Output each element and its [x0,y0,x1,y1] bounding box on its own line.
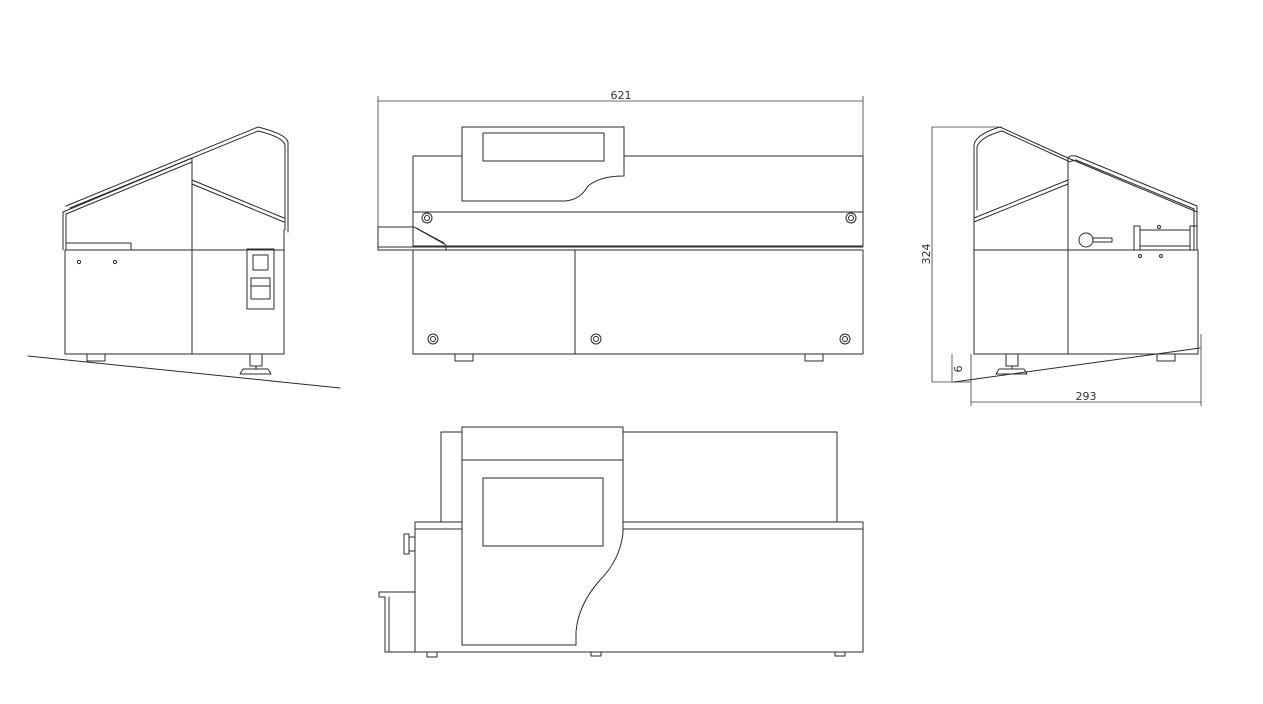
top-view [378,426,864,658]
right-side-view: 324 293 6 [920,126,1202,406]
screw-icon [590,333,602,345]
width-dimension-label: 621 [611,89,632,102]
screw-icon [839,333,851,345]
front-view: 621 [377,89,864,362]
screw-icon [845,212,857,224]
depth-dimension-label: 293 [1076,390,1097,403]
left-side-view [27,126,341,389]
tilt-dimension-label: 6 [952,366,965,373]
height-dimension-label: 324 [920,244,933,265]
screw-icon [421,212,433,224]
screw-icon [427,333,439,345]
